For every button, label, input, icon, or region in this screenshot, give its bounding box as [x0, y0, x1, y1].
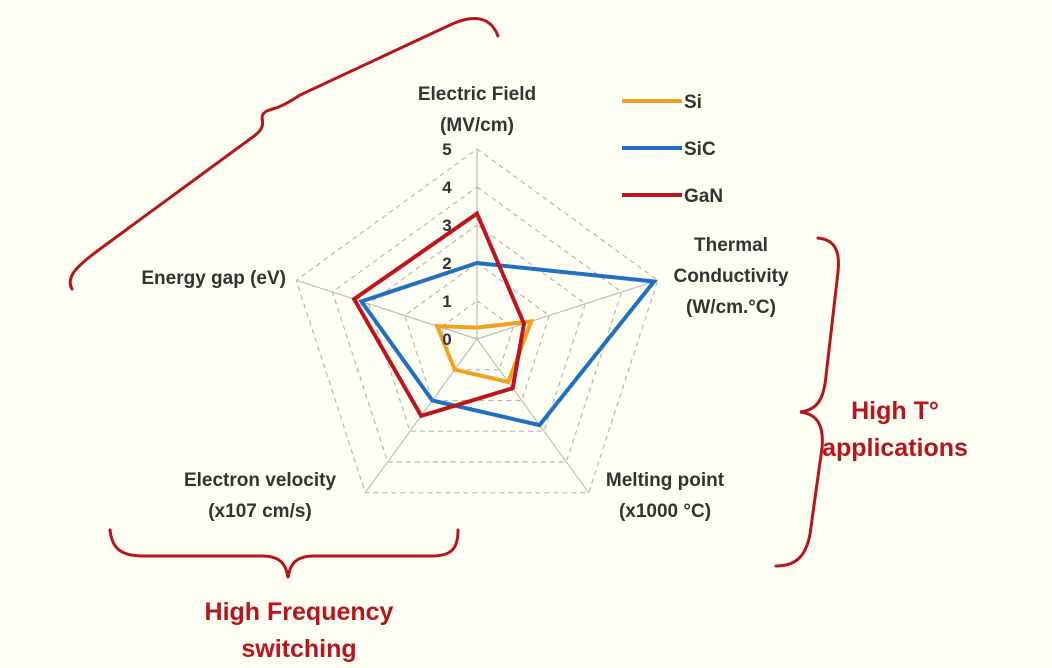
axis-label-line: Conductivity	[673, 266, 788, 287]
grid-spoke-1	[476, 279, 658, 340]
note-line: High T°	[851, 397, 939, 425]
axis-label-line: Electric Field	[418, 84, 536, 105]
tick-label-1: 1	[442, 292, 451, 311]
high-frequency-top-brace	[68, 17, 500, 291]
grid-ring-5	[295, 148, 659, 494]
axis-label-line: (x1000 °C)	[619, 501, 711, 522]
note-line: applications	[822, 434, 968, 462]
note-line: High Frequency	[205, 598, 394, 626]
radar-series	[351, 210, 658, 428]
series-gan	[351, 210, 527, 419]
note-line: switching	[241, 635, 356, 663]
axis-label-2: Melting point (x1000 °C)	[606, 470, 725, 522]
grid-ring-2	[403, 262, 551, 402]
grid-ring-3	[367, 224, 587, 432]
axis-label-line: Energy gap (eV)	[141, 268, 286, 289]
legend-item-gan: GaN	[622, 186, 723, 207]
tick-label-0: 0	[442, 330, 451, 349]
grid-spoke-2	[476, 338, 590, 494]
axis-label-line: Electron velocity	[184, 470, 336, 491]
axis-label-0: Electric Field (MV/cm)	[418, 84, 536, 136]
tick-label-3: 3	[442, 216, 451, 235]
braces	[68, 17, 840, 579]
axis-label-line: (W/cm.°C)	[686, 297, 776, 318]
axis-label-line: Thermal	[694, 235, 768, 256]
legend-label: SiC	[684, 139, 716, 160]
tick-label-2: 2	[442, 254, 451, 273]
axis-label-4: Energy gap (eV)	[141, 268, 286, 289]
axis-labels: Electric Field (MV/cm) ThermalConductivity…	[141, 84, 789, 522]
legend-item-sic: SiC	[622, 139, 716, 160]
legend-label: Si	[684, 92, 702, 113]
note-frequency: High Frequency switching	[205, 598, 394, 663]
legend-item-si: Si	[622, 92, 702, 113]
high-frequency-bottom-brace	[108, 528, 460, 579]
axis-label-line: (x107 cm/s)	[208, 501, 312, 522]
radial-tick-labels: 0 1 2 3 4 5	[442, 140, 452, 349]
axis-label-line: Melting point	[606, 470, 725, 491]
grid-spoke-4	[296, 279, 478, 340]
tick-label-4: 4	[442, 178, 452, 197]
axis-label-line: (MV/cm)	[440, 115, 514, 136]
tick-label-5: 5	[442, 140, 451, 159]
axis-label-3: Electron velocity (x107 cm/s)	[184, 470, 336, 522]
radar-grid	[295, 148, 659, 494]
series-sic	[358, 260, 658, 428]
high-temperature-brace	[774, 236, 840, 568]
legend-label: GaN	[684, 186, 723, 207]
note-temperature: High T° applications	[822, 397, 968, 462]
annotation-notes: High Frequency switching High T° applicatio…	[205, 397, 968, 663]
